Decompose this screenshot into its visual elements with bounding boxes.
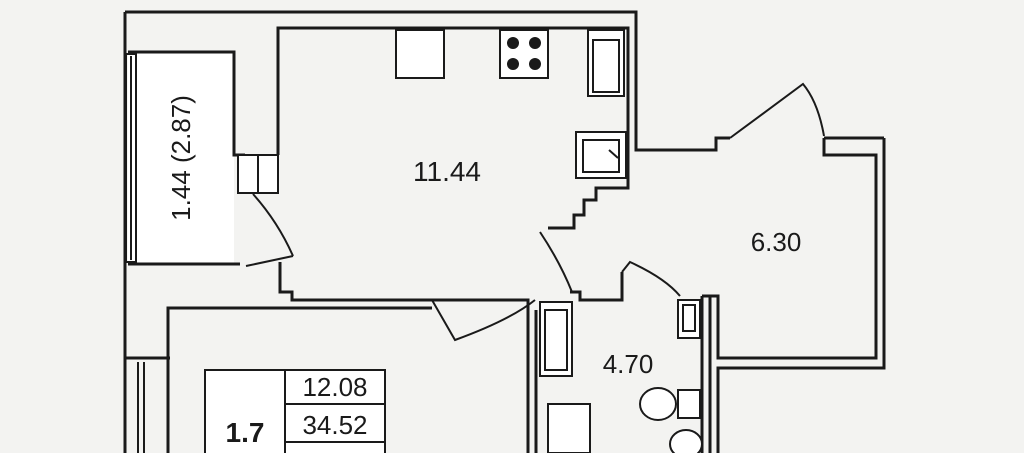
bathroom-area-label: 4.70 <box>603 349 654 379</box>
living-area-value: 12.08 <box>302 372 367 402</box>
stove <box>499 29 549 79</box>
vanity <box>547 403 591 453</box>
area-summary-table: 1.7 12.08 34.52 <box>204 369 386 453</box>
total-area-value: 34.52 <box>302 410 367 440</box>
kitchen-area-label: 11.44 <box>413 156 481 187</box>
loggia: 1.44 (2.87) <box>125 50 294 267</box>
hall: 6.30 <box>621 82 886 453</box>
entrance-door-swing <box>729 82 825 139</box>
loggia-window <box>125 53 137 263</box>
toilet <box>639 387 677 421</box>
loggia-area-label: 1.44 (2.87) <box>166 95 196 221</box>
hall-door-swing <box>539 231 573 293</box>
hall-area-label: 6.30 <box>751 227 802 257</box>
bathroom: 4.70 <box>508 296 712 453</box>
bathroom-door-swing <box>621 260 681 297</box>
fridge <box>395 29 445 79</box>
loggia-door-swing <box>252 193 294 257</box>
stove-burners <box>507 37 541 70</box>
living-room <box>137 306 432 453</box>
washbasin <box>669 429 703 453</box>
loggia-floor <box>128 52 234 264</box>
apartment-code: 1.7 <box>226 417 265 448</box>
kitchen: 11.44 <box>276 26 630 342</box>
